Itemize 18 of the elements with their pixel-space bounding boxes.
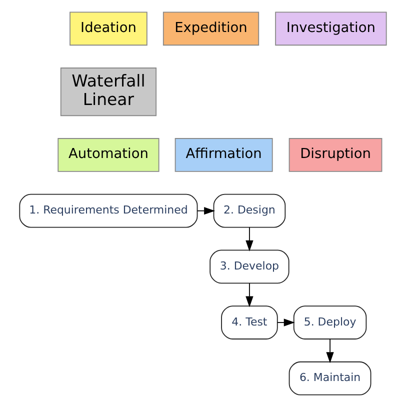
arrow (245, 282, 253, 308)
arrow (276, 318, 294, 326)
node-box: 4. Test (220, 306, 278, 340)
node-box: 5. Deploy (292, 306, 366, 340)
node-box: Disruption (288, 138, 382, 172)
node-box: Investigation (274, 12, 386, 46)
node-box: Automation (57, 138, 159, 172)
arrow (326, 338, 334, 364)
node-box: Ideation (69, 12, 147, 46)
node-box: 2. Design (212, 194, 286, 228)
node-box: Waterfall Linear (60, 68, 156, 116)
arrow (245, 226, 253, 252)
arrow (196, 206, 215, 215)
node-box: 1. Requirements Determined (18, 194, 198, 228)
node-box: 6. Maintain (288, 361, 371, 396)
node-box: Affirmation (174, 138, 272, 172)
node-box: 3. Develop (209, 250, 289, 284)
node-box: Expedition (162, 12, 259, 46)
